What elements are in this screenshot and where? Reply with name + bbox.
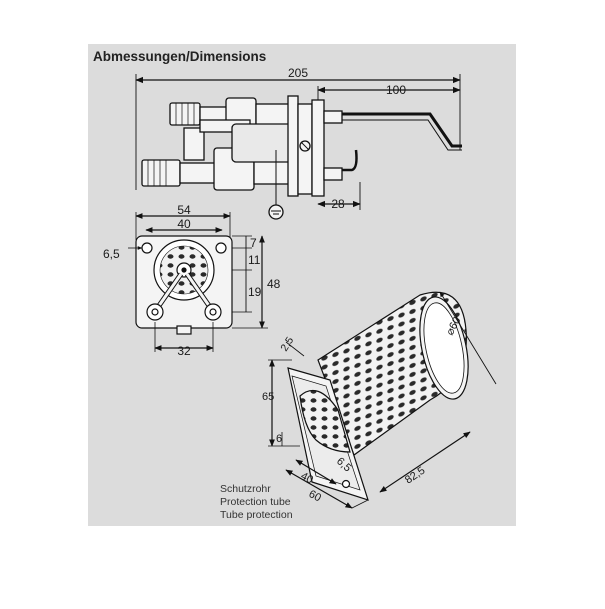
dim-upper-1: 7 — [250, 236, 257, 250]
upper-rod-sleeve — [323, 110, 343, 124]
front-view — [128, 212, 268, 352]
side-view — [135, 74, 462, 220]
dim-electrode-spacing: 32 — [177, 344, 191, 358]
flange-plate — [287, 95, 299, 197]
dim-plate-height: 65 — [262, 391, 274, 403]
dim-upper-2: 11 — [248, 253, 261, 267]
dim-height: 48 — [267, 277, 281, 291]
dim-line-tube-length — [379, 431, 471, 493]
dim-tube-length: 100 — [386, 83, 406, 97]
dim-width: 54 — [177, 203, 191, 217]
center-body — [231, 123, 295, 163]
upper-electrode-rod — [342, 112, 462, 148]
upper-electrode-rod-edge — [342, 119, 462, 151]
dim-outer-width: 60 — [307, 488, 323, 504]
plate-perforation — [299, 389, 351, 453]
dim-lower: 19 — [248, 285, 262, 299]
dim-hole-diameter: 6,5 — [103, 247, 120, 261]
dim-total-length: 205 — [288, 66, 308, 80]
dim-flange-offset: 28 — [331, 197, 345, 211]
page-title: Abmessungen/Dimensions — [93, 49, 267, 64]
legend-line-1: Schutzrohr — [220, 483, 271, 495]
lower-electrode-rod — [342, 149, 358, 172]
upper-sleeve — [255, 103, 293, 127]
mounting-hole-top-right — [215, 242, 227, 254]
dim-slot: 6 — [276, 433, 282, 445]
dim-inner-width: 40 — [299, 470, 315, 486]
dim-line-outer-width — [285, 469, 353, 509]
dim-hole-spacing: 40 — [177, 217, 191, 231]
flange-nut — [311, 99, 325, 197]
bottom-notch — [176, 325, 192, 335]
lower-sleeve — [253, 159, 293, 185]
cable-link — [183, 127, 205, 161]
legend-line-3: Tube protection — [220, 509, 293, 521]
protection-tube-view — [268, 291, 497, 509]
mounting-hole-top-left — [141, 242, 153, 254]
lower-rod-sleeve — [323, 167, 343, 181]
ground-icon — [268, 204, 284, 220]
dim-offset: 2,5 — [278, 335, 296, 354]
lower-insulator-stem — [179, 162, 217, 184]
dim-tube-length: 82,5 — [403, 465, 427, 487]
plate-hole — [341, 479, 351, 489]
legend-line-2: Protection tube — [220, 496, 291, 508]
dim-line-diameter — [439, 291, 497, 385]
upper-connector — [169, 102, 201, 126]
